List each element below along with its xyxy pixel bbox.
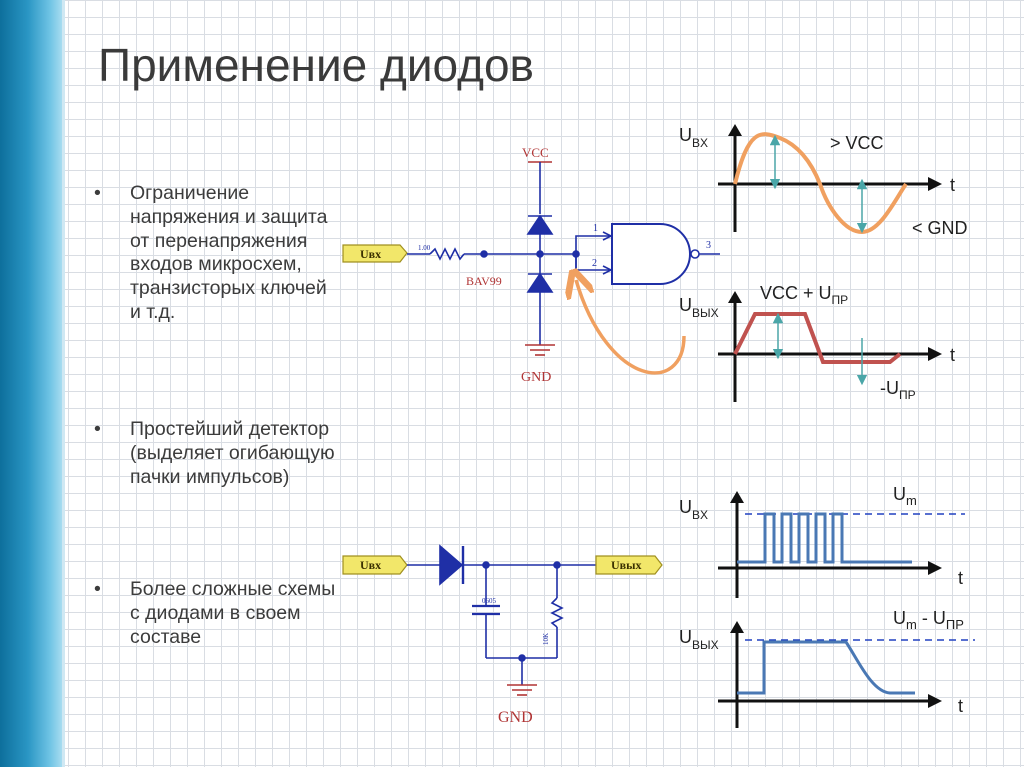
bullet-text: Ограничение напряжения и защита от перен… xyxy=(130,182,328,323)
bullet-marker: • xyxy=(94,182,101,204)
bullet-marker: • xyxy=(94,418,101,440)
clamp-schematic-labels: Uвх 1.00 VCC BAV99 GND 1 2 3 xyxy=(360,145,711,385)
note-vcc-plus-upr: VCC + UПР xyxy=(760,283,848,307)
sine-wave xyxy=(733,132,908,235)
note-below-gnd: < GND xyxy=(912,218,968,238)
input-port-label xyxy=(342,244,408,263)
res-label: 10K xyxy=(542,633,550,645)
lower-diode xyxy=(526,272,554,293)
diode-label: BAV99 xyxy=(466,274,502,288)
bullet-item-1: • Ограничение напряжения и защита от пер… xyxy=(94,182,339,325)
clamp-schematic xyxy=(342,161,720,356)
x-label: t xyxy=(958,568,963,588)
detector-schematic xyxy=(342,544,663,696)
y-label: UВЫХ xyxy=(679,295,719,320)
x-label: t xyxy=(950,175,955,195)
plot-input-sine: UBX t > VCC < GND xyxy=(679,124,968,238)
nand-gate xyxy=(611,223,691,285)
clamped-wave xyxy=(733,312,902,364)
cap-label: 0605 xyxy=(482,597,497,605)
y-label: UBX xyxy=(679,125,708,150)
y-label: UВЫХ xyxy=(679,627,719,652)
y-axis-arrow-icon xyxy=(728,291,742,303)
bullet-item-3: • Более сложные схемы с диодами в своем … xyxy=(94,578,339,649)
detector-output-label: Uвых xyxy=(611,558,642,572)
plot-pulse-input: UBX t Um xyxy=(679,484,965,598)
detector-input-port xyxy=(342,555,408,575)
side-decoration-line xyxy=(62,0,65,767)
bullet-marker: • xyxy=(94,578,101,600)
detector-gnd-label: GND xyxy=(498,709,533,726)
x-axis-arrow-icon xyxy=(928,347,942,361)
vcc-label: VCC xyxy=(522,145,549,160)
um-label: Um xyxy=(893,484,917,508)
detector-resistor xyxy=(550,597,564,628)
plot-envelope-output: UВЫХ t Um - UПР xyxy=(679,608,975,728)
x-axis-arrow-icon xyxy=(928,694,942,708)
x-label: t xyxy=(958,696,963,716)
y-axis-arrow-icon xyxy=(728,124,742,136)
feedback-arrow xyxy=(576,280,686,375)
pulse-burst-wave xyxy=(737,512,912,564)
x-axis-arrow-icon xyxy=(928,561,942,575)
x-axis-arrow-icon xyxy=(928,177,942,191)
slide-title: Применение диодов xyxy=(98,39,534,91)
pin2-label: 2 xyxy=(592,258,597,269)
detector-input-label: Uвх xyxy=(360,558,381,572)
detector-output-port xyxy=(595,555,663,575)
gnd-label: GND xyxy=(521,370,551,385)
input-resistor xyxy=(429,247,465,261)
plot-clamped-output: UВЫХ t VCC + UПР -UПР xyxy=(679,283,955,402)
junction-dot xyxy=(480,250,488,258)
y-axis-arrow-icon xyxy=(730,621,744,633)
x-label: t xyxy=(950,345,955,365)
nand-bubble xyxy=(690,249,700,259)
note-minus-upr: -UПР xyxy=(880,378,916,402)
bullet-text: Более сложные схемы с диодами в своем со… xyxy=(130,578,336,648)
bullet-item-2: • Простейший детектор (выделяет огибающу… xyxy=(94,418,339,489)
um-upr-label: Um - UПР xyxy=(893,608,964,632)
y-axis-arrow-icon xyxy=(730,491,744,503)
detector-diode xyxy=(439,544,464,586)
bullet-text: Простейший детектор (выделяет огибающую … xyxy=(130,418,335,488)
input-label: Uвх xyxy=(360,247,381,261)
resistor-label: 1.00 xyxy=(418,244,431,252)
pin1-label: 1 xyxy=(593,223,598,234)
note-above-vcc: > VCC xyxy=(830,133,884,153)
pin3-label: 3 xyxy=(706,240,711,251)
envelope-wave xyxy=(737,640,915,695)
side-decoration-bar xyxy=(0,0,62,767)
upper-diode xyxy=(526,214,554,235)
detector-schematic-labels: Uвх Uвых 0605 10K GND xyxy=(360,558,642,726)
y-label: UBX xyxy=(679,497,708,522)
